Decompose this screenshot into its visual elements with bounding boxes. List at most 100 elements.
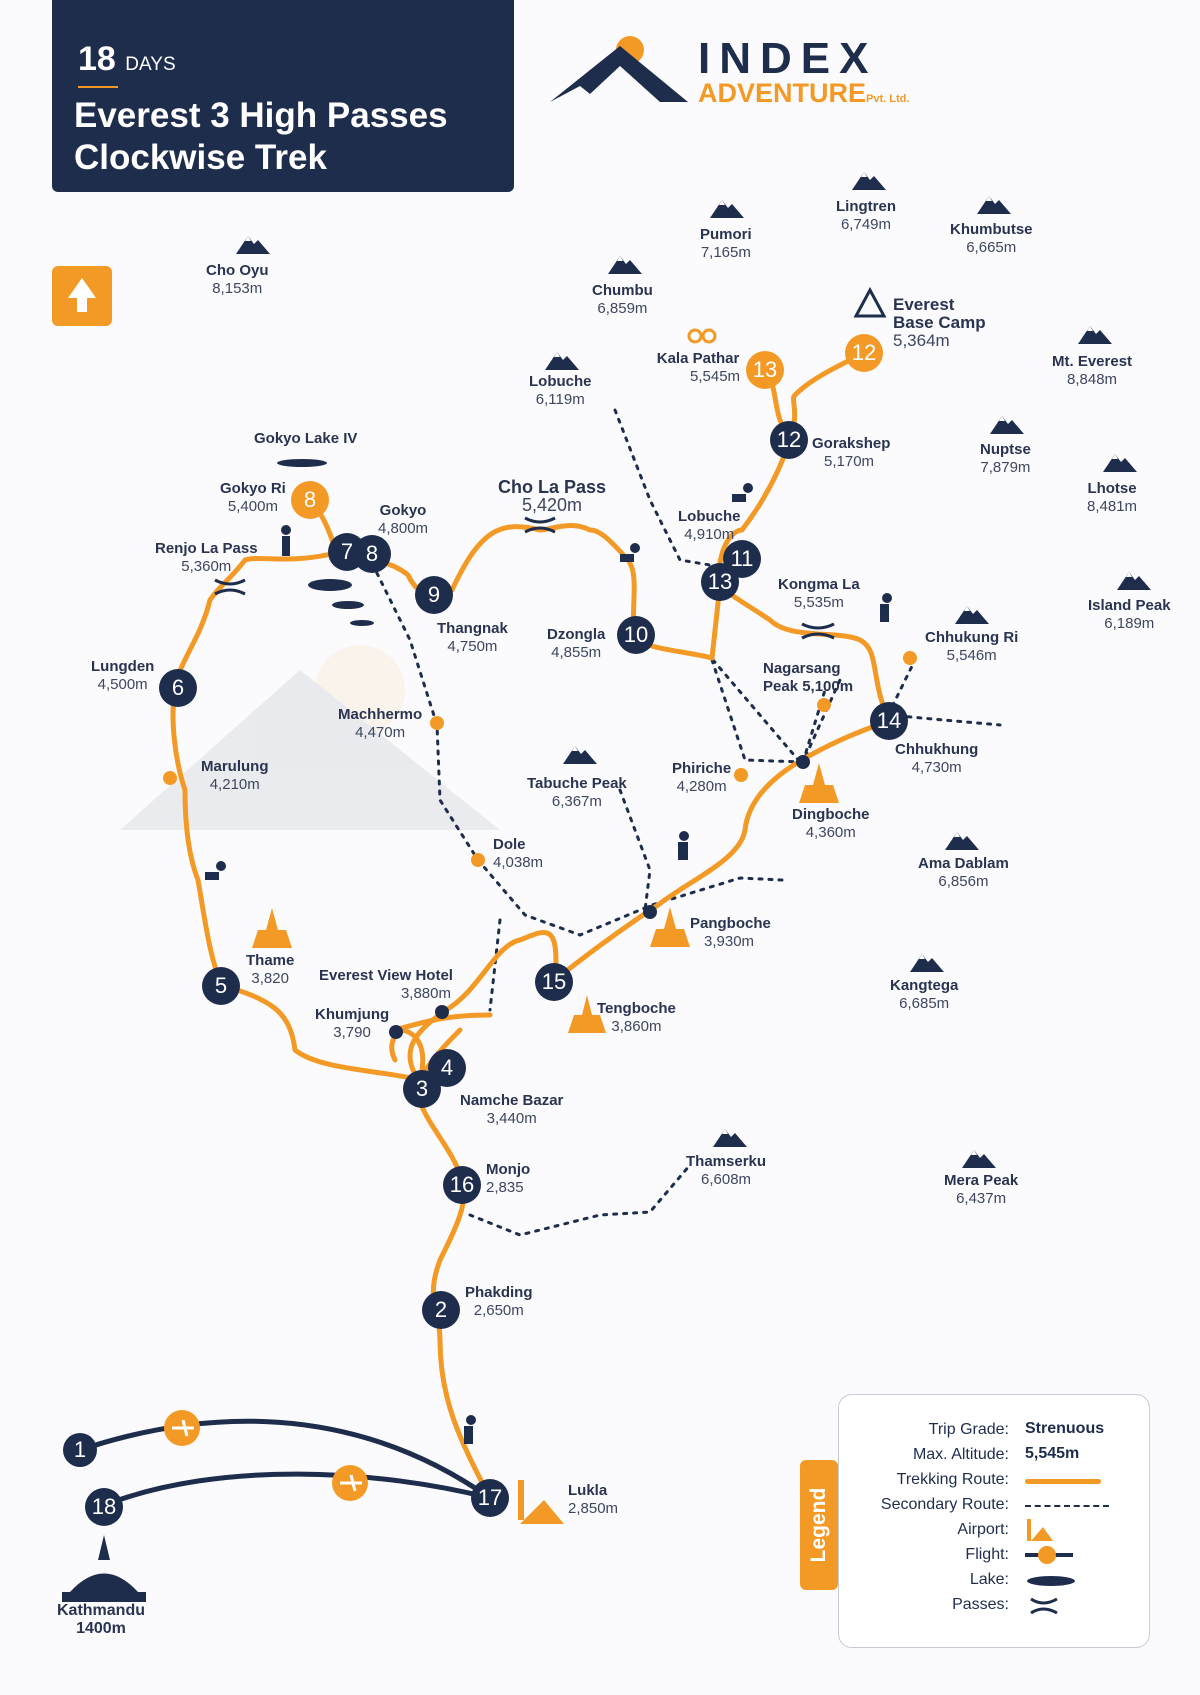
page-title-line1: Everest 3 High Passes xyxy=(74,96,448,135)
stop-13-kala-pathar[interactable]: 13 xyxy=(746,351,784,389)
title-card: 18 DAYS Everest 3 High Passes Clockwise … xyxy=(52,0,514,192)
legend-tab: Legend xyxy=(800,1460,838,1590)
legend-trekking-swatch xyxy=(1025,1479,1101,1484)
stop-8-gokyo-ri[interactable]: 8 xyxy=(291,481,329,519)
legend-airport-label: Airport: xyxy=(957,1521,1009,1538)
stop-18[interactable]: 18 xyxy=(85,1488,123,1526)
lake-icon xyxy=(1027,1576,1075,1586)
stupa-icon xyxy=(252,763,839,1033)
hiker-icon xyxy=(205,483,892,1444)
legend: Trip Grade: Strenuous Max. Altitude: 5,5… xyxy=(838,1394,1150,1648)
stop-5[interactable]: 5 xyxy=(202,967,240,1005)
watermark xyxy=(120,645,500,830)
waypoint-dots xyxy=(163,651,917,867)
legend-passes-label: Passes: xyxy=(952,1596,1009,1613)
stop-16[interactable]: 16 xyxy=(443,1166,481,1204)
stop-9[interactable]: 9 xyxy=(415,576,453,614)
junction-dots xyxy=(389,755,810,1039)
binoculars-icon xyxy=(687,328,717,344)
logo-mountain-icon xyxy=(550,36,688,102)
arrow-up-icon xyxy=(68,278,96,312)
legend-secondary-swatch xyxy=(1025,1505,1109,1507)
legend-max-alt-label: Max. Altitude: xyxy=(912,1446,1009,1463)
tent-icon xyxy=(853,286,887,318)
legend-lake-label: Lake: xyxy=(969,1571,1009,1588)
page-title-line2: Clockwise Trek xyxy=(74,138,327,177)
stop-14[interactable]: 14 xyxy=(870,702,908,740)
stop-12[interactable]: 12 xyxy=(770,421,808,459)
plane-icon xyxy=(1025,1546,1073,1564)
legend-trip-grade-label: Trip Grade: xyxy=(928,1421,1009,1438)
lake-icon xyxy=(277,459,374,626)
north-arrow-button[interactable] xyxy=(52,266,112,326)
kathmandu-stupa-icon xyxy=(62,1535,146,1602)
stop-6[interactable]: 6 xyxy=(159,669,197,707)
logo-adventure: ADVENTUREPvt. Ltd. xyxy=(698,78,910,108)
stop-15[interactable]: 15 xyxy=(535,963,573,1001)
legend-secondary-label: Secondary Route: xyxy=(880,1496,1009,1513)
stop-2[interactable]: 2 xyxy=(422,1291,460,1329)
legend-max-alt-value: 5,545m xyxy=(1025,1445,1080,1462)
trip-duration: 18 DAYS xyxy=(78,40,176,78)
legend-flight-label: Flight: xyxy=(965,1546,1009,1563)
stop-1[interactable]: 1 xyxy=(63,1433,97,1467)
plane-icon xyxy=(164,1410,368,1501)
stop-12-ebc[interactable]: 12 xyxy=(845,334,883,372)
divider xyxy=(78,86,118,88)
logo-index: INDEX xyxy=(698,34,878,83)
stop-17[interactable]: 17 xyxy=(471,1479,509,1517)
flight-route-return xyxy=(104,1471,491,1508)
stop-8[interactable]: 8 xyxy=(353,535,391,573)
pass-icon xyxy=(214,516,835,640)
airport-icon xyxy=(1027,1519,1053,1541)
stop-4[interactable]: 4 xyxy=(428,1049,466,1087)
stop-13[interactable]: 13 xyxy=(701,563,739,601)
airport-icon xyxy=(518,1480,564,1524)
stop-10[interactable]: 10 xyxy=(617,616,655,654)
legend-trekking-label: Trekking Route: xyxy=(896,1471,1009,1488)
